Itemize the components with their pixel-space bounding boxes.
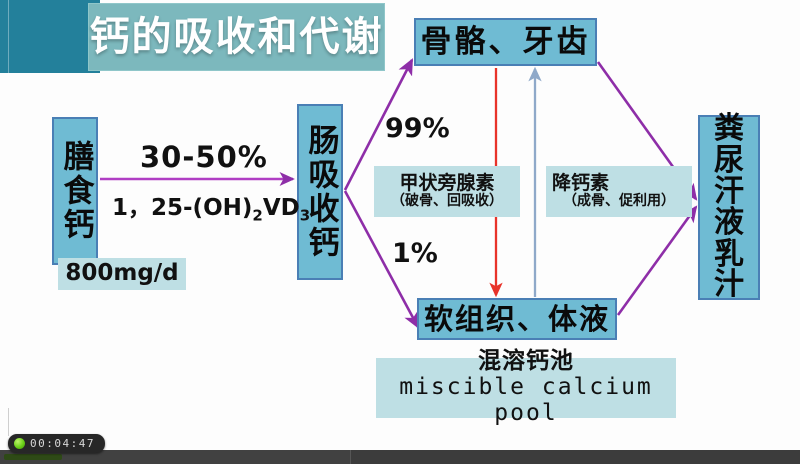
pool-label-cn: 混溶钙池: [478, 348, 574, 375]
label-parathyroid-hormone: 甲状旁腺素 （破骨、回吸收）: [374, 166, 520, 217]
playback-time-badge[interactable]: 00:04:47: [8, 434, 105, 453]
node-dietary-calcium[interactable]: 膳食钙: [52, 117, 98, 265]
calcitonin-effect: （成骨、促利用）: [563, 193, 675, 210]
progress-tick: [350, 450, 351, 464]
label-daily-dose: 800mg/d: [58, 258, 186, 290]
excretion-line-milk: 乳汁: [714, 236, 744, 303]
label-fluid-share: 1%: [392, 238, 438, 269]
excretion-line-sweat: 汗液: [714, 174, 744, 240]
progress-segment-right: [350, 450, 800, 464]
vitamin-d-sub-3: 3: [299, 206, 311, 225]
node-soft-tissue-fluid-label: 软组织、体液: [423, 301, 610, 336]
playback-timestamp: 00:04:47: [30, 437, 95, 450]
node-soft-tissue-fluid[interactable]: 软组织、体液: [417, 298, 617, 340]
label-daily-dose-text: 800mg/d: [65, 260, 179, 287]
vitamin-d-tail: VD: [262, 195, 300, 221]
label-miscible-calcium-pool: 混溶钙池 miscible calcium pool: [376, 349, 676, 426]
page-title: 钙的吸收和代谢: [89, 14, 384, 60]
banner-left-block: [0, 0, 100, 73]
node-bone-teeth[interactable]: 骨骼、牙齿: [414, 18, 597, 66]
excretion-line-feces: 粪: [714, 111, 744, 147]
pool-label-en: miscible calcium pool: [399, 374, 653, 426]
recording-indicator-icon: [14, 438, 25, 449]
node-intestinal-absorption-label: 肠吸收钙: [302, 124, 339, 260]
label-calcitonin: 降钙素 （成骨、促利用）: [546, 166, 692, 217]
pth-name: 甲状旁腺素: [399, 172, 495, 195]
arrow-soft-to-excretion: [616, 205, 698, 316]
node-intestinal-absorption[interactable]: 肠吸收钙: [297, 104, 343, 280]
video-progress-bar[interactable]: [0, 450, 800, 464]
node-bone-teeth-label: 骨骼、牙齿: [420, 23, 591, 60]
progress-fill: [4, 454, 62, 460]
label-bone-share: 99%: [385, 113, 450, 144]
calcitonin-name: 降钙素: [552, 172, 610, 195]
left-guide-rule: [8, 408, 9, 436]
excretion-line-urine: 尿: [714, 142, 744, 178]
label-vitamin-d: 1，25-(OH)2VD3: [112, 188, 310, 225]
slide-title-banner: 钙的吸收和代谢: [88, 3, 385, 71]
vitamin-d-sub-2: 2: [252, 206, 263, 225]
pth-effect: （破骨、回吸收）: [391, 193, 503, 210]
node-dietary-calcium-label: 膳食钙: [57, 140, 94, 242]
node-excretion-routes[interactable]: 粪 尿 汗液 乳汁: [698, 111, 760, 303]
label-absorption-rate: 30-50%: [140, 140, 268, 174]
progress-segment-left: [0, 450, 350, 464]
vitamin-d-head: 1，25-(OH): [112, 195, 253, 221]
